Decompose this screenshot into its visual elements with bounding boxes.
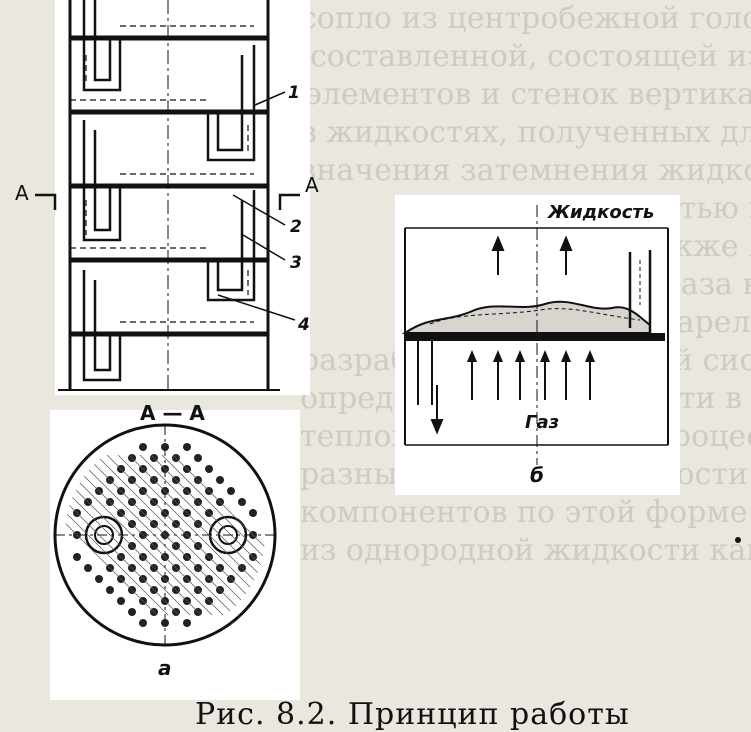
tray-hole <box>106 586 114 594</box>
figure-caption: Рис. 8.2. Принцип работы <box>195 697 630 732</box>
gas-arrow-head <box>467 350 477 362</box>
tray-hole <box>249 509 257 517</box>
hatch-line <box>65 454 169 616</box>
text-line: значения затемнения жидкости и <box>300 153 751 188</box>
section-marker <box>35 193 300 210</box>
gas-flow-arrows <box>467 350 595 400</box>
gas-label: Газ <box>525 412 559 433</box>
callout-4: 4 <box>297 315 310 335</box>
tray-hole <box>161 619 169 627</box>
hatch-line <box>150 454 265 616</box>
hatch-line <box>84 454 246 616</box>
tray-hole <box>117 597 125 605</box>
gas-arrow-head <box>561 350 571 362</box>
section-title: А — А <box>140 401 205 425</box>
tray-hole <box>205 465 213 473</box>
hatch-line <box>106 454 265 616</box>
hatch-line <box>65 454 158 616</box>
figure-b-label: б <box>530 463 544 487</box>
tray-hole <box>73 553 81 561</box>
gas-arrow-head <box>540 350 550 362</box>
tray-hole <box>227 487 235 495</box>
callout-2: 2 <box>290 217 302 237</box>
text-line: компонентов по этой форме <box>300 495 748 530</box>
text-line: элементов и стенок вертикальных <box>305 77 751 112</box>
tray-hole <box>216 476 224 484</box>
hatch-line <box>139 454 265 616</box>
hatch-line <box>172 454 265 616</box>
liquid-label: Жидкость <box>546 202 654 223</box>
hatch-line <box>65 454 191 616</box>
tray-hole <box>128 608 136 616</box>
hatch-line <box>65 454 224 616</box>
tray-hole <box>161 443 169 451</box>
text-line: из однородной жидкости как <box>300 533 751 568</box>
tray-hole <box>139 619 147 627</box>
text-line: в жидкостях, полученных для <box>300 115 751 150</box>
callout-leaders <box>217 91 296 321</box>
section-backdrop <box>50 410 300 700</box>
tray-hole <box>139 443 147 451</box>
gas-arrow-head <box>515 350 525 362</box>
gas-arrow-head <box>493 350 503 362</box>
section-label-right: А <box>305 173 319 197</box>
hole-pattern <box>65 443 265 627</box>
figure-a-label: а <box>158 656 172 680</box>
bubbling-scheme <box>401 205 669 465</box>
text-line: составленной, состоящей из <box>310 39 751 74</box>
tray-hole <box>84 564 92 572</box>
callout-3: 3 <box>290 253 302 273</box>
tray-hole <box>95 575 103 583</box>
hatch-line <box>95 454 257 616</box>
tray-hole <box>238 498 246 506</box>
liquid-flow-arrows <box>430 235 573 435</box>
section-label-left: А <box>15 181 29 205</box>
column-elevation <box>58 0 280 391</box>
callout-1: 1 <box>288 83 300 103</box>
tray-hole <box>194 454 202 462</box>
hatch-line <box>65 454 180 616</box>
hatch-line <box>161 454 265 616</box>
text-line: сопло из центробежной головки или <box>300 1 751 36</box>
stray-mark <box>735 537 741 543</box>
gas-arrow-head <box>585 350 595 362</box>
tray-hole <box>183 443 191 451</box>
tray-hole <box>183 619 191 627</box>
hatch-line <box>73 454 235 616</box>
